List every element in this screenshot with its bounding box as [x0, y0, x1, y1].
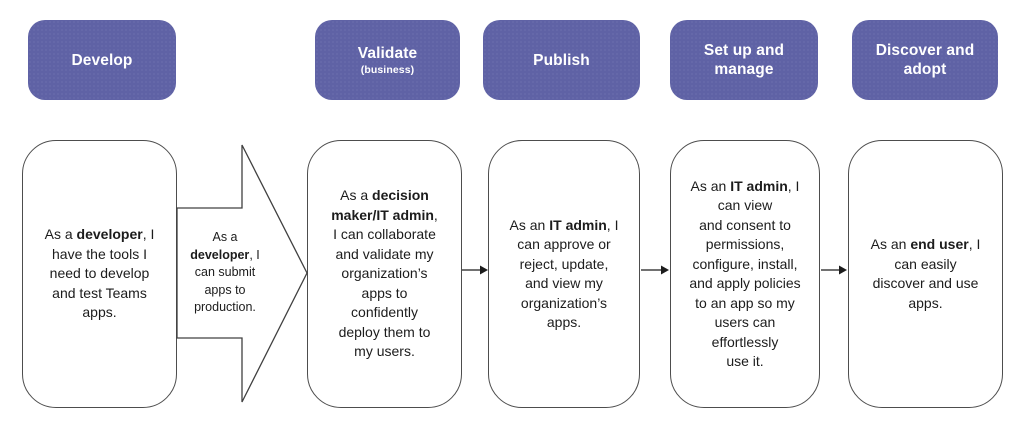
- stage-header-develop-label: Develop: [71, 51, 133, 69]
- stage-header-validate-subtitle: (business): [360, 64, 415, 76]
- stage-header-validate-label: Validate: [357, 45, 418, 62]
- stage-header-develop: Develop: [28, 20, 176, 100]
- stage-header-publish-label: Publish: [533, 51, 590, 69]
- connector-arrow-publish-to-setup: [641, 265, 669, 275]
- stage-header-publish: Publish: [483, 20, 640, 100]
- stage-header-validate: Validate (business): [315, 20, 460, 100]
- connector-arrow-setup-to-discover: [821, 265, 847, 275]
- connector-arrow-validate-to-publish: [462, 265, 488, 275]
